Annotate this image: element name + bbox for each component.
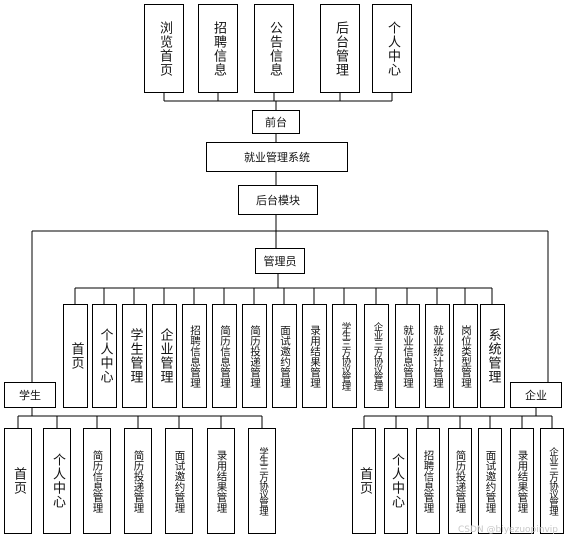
system-title: 就业管理系统: [206, 142, 348, 172]
admin-item-13: 就业统计管理: [425, 304, 450, 408]
enterprise-item-1: 首页: [352, 428, 376, 534]
admin-item-3: 学生管理: [122, 304, 147, 408]
admin-item-10: 学生三方协议管理: [332, 304, 357, 408]
student-item-7: 学生三方协议管理: [248, 428, 276, 534]
admin-item-9: 录用结果管理: [302, 304, 327, 408]
admin-item-15: 系统管理: [480, 304, 505, 408]
front-item-2: 招聘信息: [198, 4, 238, 93]
student-item-4: 简历投递管理: [124, 428, 152, 534]
admin-title: 管理员: [255, 248, 305, 274]
admin-item-11: 企业三方协议管理: [364, 304, 389, 408]
admin-item-7: 简历投递管理: [242, 304, 267, 408]
admin-item-6: 简历信息管理: [212, 304, 237, 408]
student-item-6: 录用结果管理: [207, 428, 235, 534]
admin-item-8: 面试邀约管理: [272, 304, 297, 408]
student-item-3: 简历信息管理: [83, 428, 111, 534]
front-item-1: 浏览首页: [144, 4, 184, 93]
watermark: CSDN @biyezuopinvip: [458, 525, 558, 535]
front-item-4: 后台管理: [320, 4, 360, 93]
admin-item-1: 首页: [63, 304, 88, 408]
enterprise-title: 企业: [510, 382, 562, 408]
admin-item-12: 就业信息管理: [395, 304, 420, 408]
admin-item-4: 企业管理: [152, 304, 177, 408]
backend-title: 后台模块: [238, 185, 318, 215]
front-title: 前台: [252, 110, 300, 134]
enterprise-item-4: 简历投递管理: [448, 428, 472, 534]
student-item-5: 面试邀约管理: [165, 428, 193, 534]
admin-item-5: 招聘信息管理: [182, 304, 207, 408]
enterprise-item-7: 企业三方协议管理: [540, 428, 564, 534]
front-item-3: 公告信息: [254, 4, 294, 93]
student-title: 学生: [4, 382, 56, 408]
enterprise-item-6: 录用结果管理: [510, 428, 534, 534]
admin-item-14: 岗位类型管理: [453, 304, 478, 408]
enterprise-item-3: 招聘信息管理: [416, 428, 440, 534]
enterprise-item-5: 面试邀约管理: [478, 428, 502, 534]
student-item-1: 首页: [4, 428, 32, 534]
student-item-2: 个人中心: [43, 428, 71, 534]
enterprise-item-2: 个人中心: [384, 428, 408, 534]
front-item-5: 个人中心: [372, 4, 412, 93]
admin-item-2: 个人中心: [92, 304, 117, 408]
